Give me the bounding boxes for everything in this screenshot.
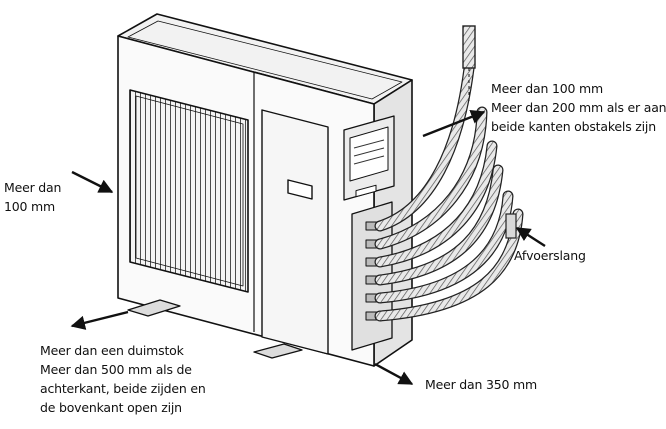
arrow-front [374,362,414,386]
service-panel [261,109,329,355]
arrow-bottom [70,310,129,330]
arrow-left [71,170,114,194]
foot-left [127,299,181,317]
label-top-clearance: Meer dan 100 mm Meer dan 200 mm als er a… [491,81,666,134]
arrow-top [422,110,486,138]
label-front-clearance: Meer dan 350 mm [425,377,537,392]
label-drain-hose: Afvoerslang [514,248,586,263]
label-left-clearance: Meer dan 100 mm [4,180,62,214]
heat-pump-unit [117,13,413,367]
vertical-pipe [462,25,476,69]
drain-hose-end [505,213,517,239]
clearance-arrows [70,110,546,386]
arrow-drain [515,226,546,248]
fan-grille [129,89,249,293]
foot-right [253,343,303,359]
panel-handle [287,179,313,200]
label-rear-clearance: Meer dan een duimstok Meer dan 500 mm al… [40,343,206,415]
